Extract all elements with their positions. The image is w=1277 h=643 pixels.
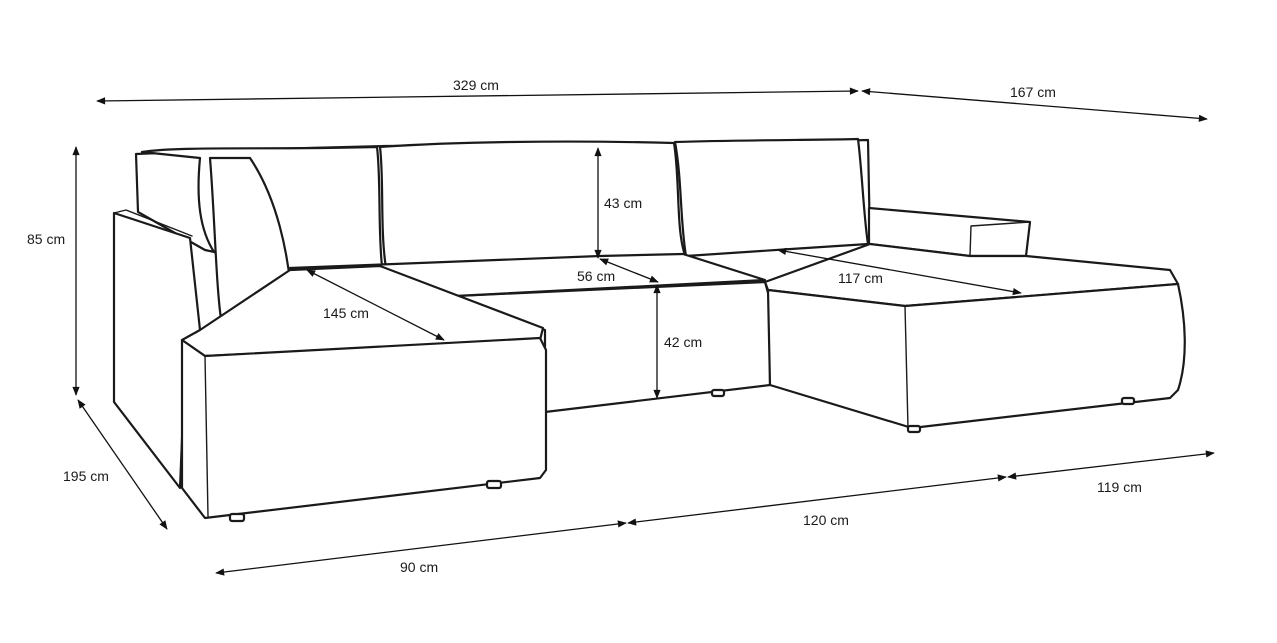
label-depth: 195 cm <box>63 468 109 484</box>
label-chaise-width: 167 cm <box>1010 84 1056 100</box>
dim-line-right-module <box>1007 450 1215 480</box>
dim-line-left-chaise <box>306 269 445 341</box>
label-right-module-width: 119 cm <box>1097 479 1142 495</box>
label-seat-depth: 56 cm <box>577 268 615 284</box>
foot-1 <box>228 512 246 523</box>
label-seat-height: 42 cm <box>664 334 702 350</box>
back-cushion-right <box>673 137 870 258</box>
foot-5 <box>1120 396 1136 406</box>
label-left-chaise-length: 145 cm <box>323 305 369 321</box>
label-total-height: 85 cm <box>27 231 65 247</box>
dim-line-seat-depth <box>599 258 659 283</box>
label-middle-module-width: 120 cm <box>803 512 849 528</box>
right-chaise-front-seam <box>904 305 909 429</box>
label-left-module-width: 90 cm <box>400 559 438 575</box>
dim-line-middle-module <box>627 474 1007 526</box>
label-back-cushion-height: 43 cm <box>604 195 642 211</box>
right-chaise-front <box>766 282 1186 430</box>
label-total-width: 329 cm <box>453 77 499 93</box>
sofa-drawing <box>112 137 1186 523</box>
label-right-chaise-length: 117 cm <box>838 270 883 286</box>
dim-line-right-chaise <box>777 247 1022 296</box>
dim-line-left-module <box>215 520 627 576</box>
dim-line-depth <box>77 399 168 530</box>
left-chaise-front <box>180 336 548 520</box>
foot-3 <box>710 388 726 398</box>
dim-line-chaise-width <box>861 88 1208 122</box>
dimension-labels: 329 cm 167 cm 85 cm 195 cm 43 cm 56 cm 4… <box>27 77 1142 575</box>
dim-line-total-width <box>96 87 859 105</box>
foot-2 <box>485 479 503 490</box>
left-armrest-top-edge <box>113 209 193 237</box>
foot-4 <box>906 424 922 434</box>
left-chaise-front-seam <box>204 355 209 517</box>
dimension-lines <box>72 87 1215 576</box>
